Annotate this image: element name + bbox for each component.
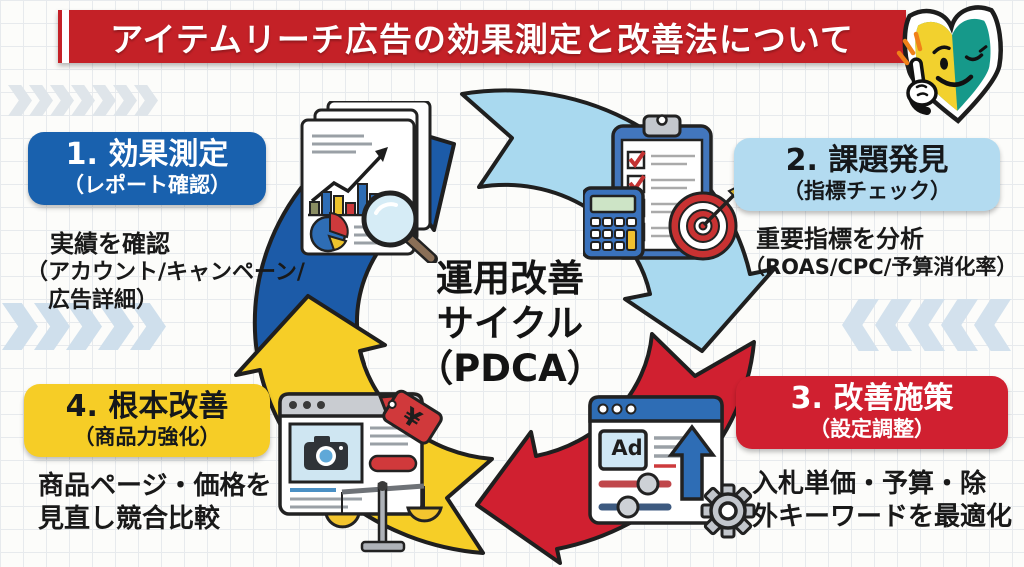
step-2-description: 重要指標を分析 （ROAS/CPC/予算消化率） — [744, 224, 1017, 280]
step-2-subtitle: （指標チェック） — [783, 178, 951, 203]
report-magnifier-icon — [292, 99, 452, 265]
step-2-desc-line-2: （ROAS/CPC/予算消化率） — [744, 255, 1018, 279]
step-1-desc-line-2: （アカウント/キャンペーン/ — [26, 260, 305, 285]
step-2-title: 2. 課題発見 — [785, 143, 949, 178]
step-2-label-box: 2. 課題発見 （指標チェック） — [734, 138, 1000, 211]
step-4-subtitle: （商品力強化） — [73, 424, 221, 449]
step-1-desc-line-3: 広告詳細） — [48, 287, 159, 313]
page-title: アイテムリーチ広告の効果測定と改善法について — [110, 19, 854, 59]
chevrons-top-left — [8, 85, 158, 116]
ad-settings-icon — [588, 391, 756, 545]
step-3-title: 3. 改善施策 — [790, 381, 954, 416]
center-line-3: （PDCA） — [416, 347, 604, 391]
step-3-desc-line-1: 入札単価・予算・除 — [752, 469, 987, 499]
step-1-title: 1. 効果測定 — [65, 137, 229, 172]
banner-accent-stripe — [62, 10, 69, 63]
beginner-mark-icon — [891, 1, 1021, 129]
step-3-desc-line-2: 外キーワードを最適化 — [752, 501, 1013, 532]
title-banner: アイテムリーチ広告の効果測定と改善法について — [58, 10, 906, 63]
step-1-description: 実績を確認 （アカウント/キャンペーン/ 広告詳細） — [26, 229, 305, 314]
step-1-desc-line-1: 実績を確認 — [50, 230, 170, 258]
pointing-hand-icon — [906, 57, 938, 115]
clipboard-target-icon — [581, 112, 745, 264]
step-1-label-box: 1. 効果測定 （レポート確認） — [28, 132, 266, 205]
gear-icon — [700, 483, 756, 539]
step-2-desc-line-1: 重要指標を分析 — [756, 225, 924, 253]
ad-box-label: Ad — [611, 436, 643, 460]
center-line-2: サイクル — [436, 302, 584, 346]
step-4-title: 4. 根本改善 — [65, 389, 229, 424]
step-4-desc-line-1: 商品ページ・価格を — [38, 471, 272, 501]
step-3-label-box: 3. 改善施策 （設定調整） — [736, 376, 1008, 449]
step-3-description: 入札単価・予算・除 外キーワードを最適化 — [752, 468, 1012, 533]
step-4-description: 商品ページ・価格を 見直し競合比較 — [38, 470, 271, 535]
step-3-subtitle: （設定調整） — [809, 416, 935, 441]
center-line-1: 運用改善 — [436, 257, 584, 300]
chevrons-middle-right — [842, 299, 1011, 351]
step-1-subtitle: （レポート確認） — [63, 172, 231, 197]
step-4-label-box: 4. 根本改善 （商品力強化） — [24, 384, 270, 457]
emphasis-lines-icon — [896, 31, 923, 66]
chevrons-middle-left — [2, 303, 166, 350]
price-tag-icon: ¥ — [378, 389, 443, 445]
step-4-desc-line-2: 見直し競合比較 — [38, 503, 221, 534]
cycle-center-label: 運用改善 サイクル （PDCA） — [400, 256, 620, 391]
product-page-icon: ¥ — [278, 386, 464, 564]
balance-scale-icon — [324, 481, 443, 553]
